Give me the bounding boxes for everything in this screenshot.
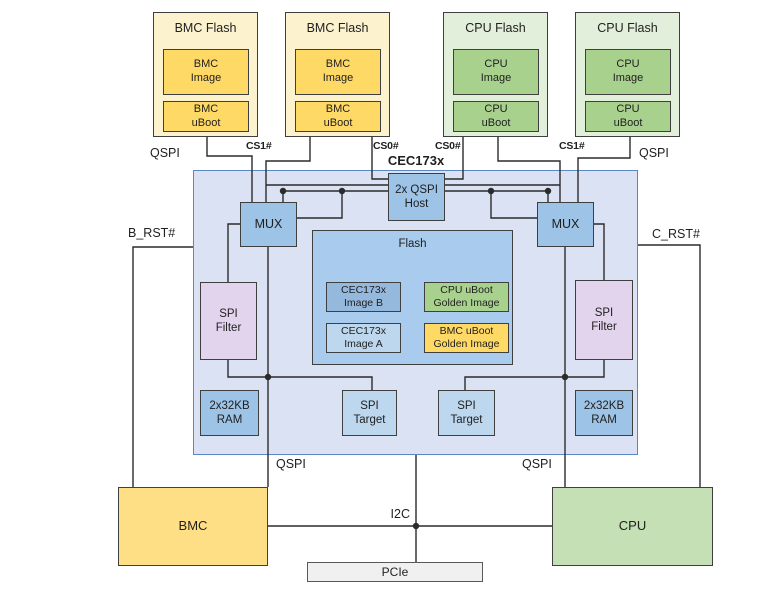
i2c-pcie-wires <box>268 455 552 562</box>
spi-target-right-block: SPI Target <box>438 390 495 436</box>
i2c-label: I2C <box>390 507 410 521</box>
qspi-bottom-right-label: QSPI <box>522 457 552 471</box>
cpu-flash-2-title: CPU Flash <box>597 21 658 35</box>
cs0-left-label: CS0# <box>373 140 399 152</box>
ram-left-block: 2x32KB RAM <box>200 390 259 436</box>
bmc-flash-2-title: BMC Flash <box>306 21 369 35</box>
chip-title: CEC173x <box>387 153 445 168</box>
cs1-right-label: CS1# <box>559 140 585 152</box>
flash-region-block: Flash CEC173x Image B CPU uBoot Golden I… <box>312 230 513 365</box>
cec173x-image-b-block: CEC173x Image B <box>326 282 401 312</box>
pcie-block: PCIe <box>307 562 483 582</box>
cpu-flash-2-image-block: CPU Image <box>585 49 671 95</box>
spi-target-left-block: SPI Target <box>342 390 397 436</box>
qspi-top-right-label: QSPI <box>639 146 669 160</box>
bmc-uboot-golden-image-block: BMC uBoot Golden Image <box>424 323 509 353</box>
qspi-bottom-left-label: QSPI <box>276 457 306 471</box>
b-rst-label: B_RST# <box>128 226 176 240</box>
mux-right-block: MUX <box>537 202 594 247</box>
bmc-flash-1-block: BMC Flash BMC Image BMC uBoot <box>153 12 258 137</box>
cs0-right-label: CS0# <box>435 140 461 152</box>
cpu-flash-1-block: CPU Flash CPU Image CPU uBoot <box>443 12 548 137</box>
bmc-flash-1-uboot-block: BMC uBoot <box>163 101 249 132</box>
bmc-flash-1-image-block: BMC Image <box>163 49 249 95</box>
spi-filter-left-block: SPI Filter <box>200 282 257 360</box>
bmc-flash-2-block: BMC Flash BMC Image BMC uBoot <box>285 12 390 137</box>
bmc-flash-2-image-block: BMC Image <box>295 49 381 95</box>
qspi-top-left-label: QSPI <box>150 146 180 160</box>
qspi-host-block: 2x QSPI Host <box>388 173 445 221</box>
spi-filter-right-block: SPI Filter <box>575 280 633 360</box>
bmc-block: BMC <box>118 487 268 566</box>
flash-region-title: Flash <box>398 238 427 250</box>
cpu-block: CPU <box>552 487 713 566</box>
cpu-flash-1-image-block: CPU Image <box>453 49 539 95</box>
cec173x-image-a-block: CEC173x Image A <box>326 323 401 353</box>
cs1-left-label: CS1# <box>246 140 272 152</box>
bmc-flash-2-uboot-block: BMC uBoot <box>295 101 381 132</box>
cpu-flash-2-uboot-block: CPU uBoot <box>585 101 671 132</box>
cpu-flash-1-uboot-block: CPU uBoot <box>453 101 539 132</box>
c-rst-label: C_RST# <box>652 227 700 241</box>
cpu-flash-1-title: CPU Flash <box>465 21 526 35</box>
ram-right-block: 2x32KB RAM <box>575 390 633 436</box>
cpu-uboot-golden-image-block: CPU uBoot Golden Image <box>424 282 509 312</box>
cpu-flash-2-block: CPU Flash CPU Image CPU uBoot <box>575 12 680 137</box>
mux-left-block: MUX <box>240 202 297 247</box>
bmc-flash-1-title: BMC Flash <box>174 21 237 35</box>
